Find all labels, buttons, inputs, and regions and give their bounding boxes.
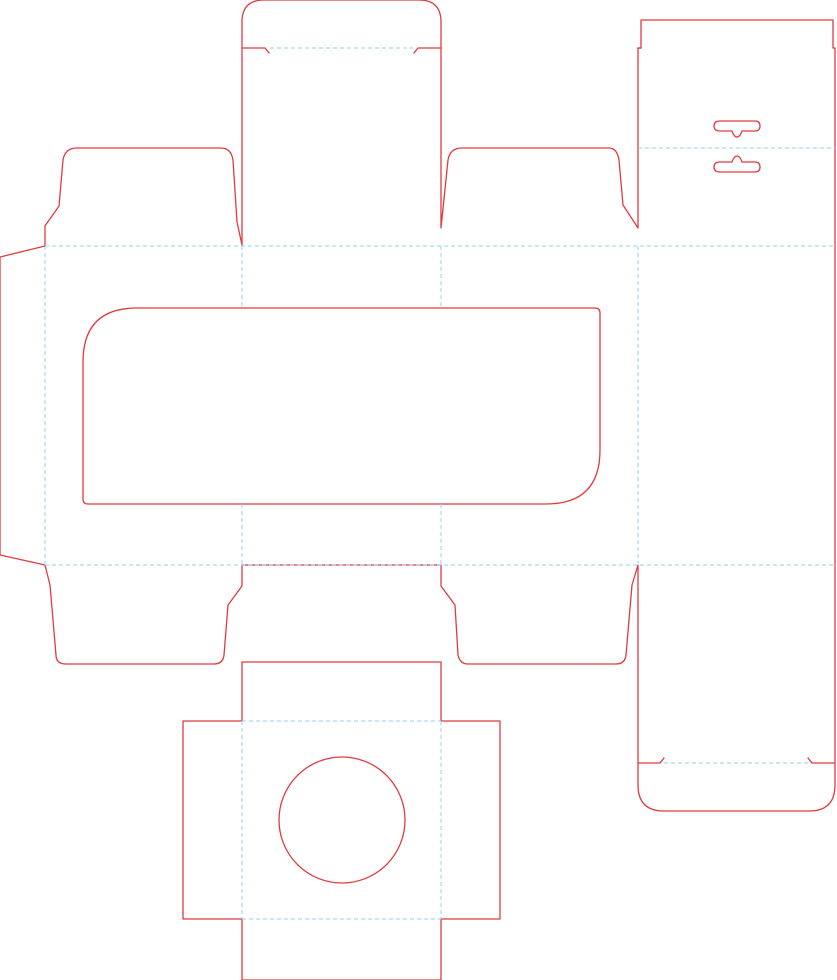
hang-slot-upper <box>713 120 761 138</box>
bottom-tuck-notch-right <box>807 757 836 764</box>
display-window-cutout <box>82 307 601 505</box>
fold-lines <box>44 47 835 920</box>
top-tuck-notch-right <box>413 47 442 54</box>
main-wrap-outline <box>0 0 836 812</box>
top-tuck-notch-left <box>241 47 270 54</box>
bottom-tuck-notch-left <box>637 757 665 764</box>
hang-slot-lower <box>713 155 761 173</box>
base-cross-outline <box>182 661 501 980</box>
circular-hole-cutout <box>278 756 406 884</box>
